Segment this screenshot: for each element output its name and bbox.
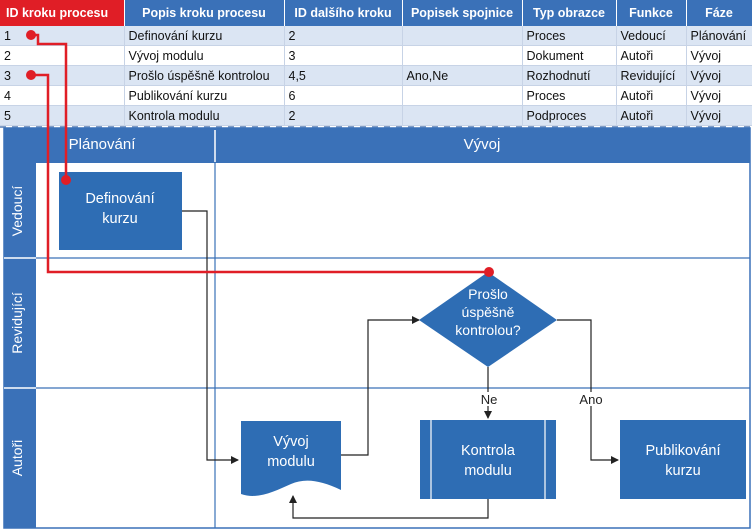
cell-function[interactable]: Revidující xyxy=(616,65,687,86)
cell-step-desc[interactable]: Definování kurzu xyxy=(124,26,285,46)
table-row: 1 Definování kurzu 2 Proces Vedoucí Plán… xyxy=(0,26,752,46)
svg-text:Vývoj: Vývoj xyxy=(273,434,308,450)
svg-text:modulu: modulu xyxy=(267,454,315,470)
col-header-step-desc[interactable]: Popis kroku procesu xyxy=(124,0,285,26)
table-row: 5 Kontrola modulu 2 Podproces Autoři Výv… xyxy=(0,105,752,126)
cell-shape-type[interactable]: Rozhodnutí xyxy=(522,65,617,86)
table-header-row: ID kroku procesu Popis kroku procesu ID … xyxy=(0,0,752,26)
cell-phase[interactable]: Vývoj xyxy=(686,85,752,106)
table-row: 4 Publikování kurzu 6 Proces Autoři Vývo… xyxy=(0,85,752,106)
document-shape-develop-module[interactable]: Vývoj modulu xyxy=(241,421,341,496)
cell-function[interactable]: Vedoucí xyxy=(616,26,687,46)
cell-step-desc[interactable]: Publikování kurzu xyxy=(124,85,285,106)
process-shape-publish-course[interactable]: Publikování kurzu xyxy=(620,420,746,499)
col-header-function[interactable]: Funkce xyxy=(616,0,687,26)
cell-next-id[interactable]: 2 xyxy=(284,26,403,46)
svg-text:kontrolou?: kontrolou? xyxy=(455,322,521,338)
cell-step-desc[interactable]: Kontrola modulu xyxy=(124,105,285,126)
phase-label-planning: Plánování xyxy=(69,136,137,153)
mapping-dot-shape1 xyxy=(61,175,71,185)
svg-text:úspěšně: úspěšně xyxy=(462,304,515,320)
mapping-dot-row3 xyxy=(26,70,36,80)
lane-label-leader: Vedoucí xyxy=(9,186,25,237)
svg-text:Kontrola: Kontrola xyxy=(461,443,516,459)
svg-text:Definování: Definování xyxy=(85,191,154,207)
col-header-connector-label[interactable]: Popisek spojnice xyxy=(402,0,523,26)
svg-text:Prošlo: Prošlo xyxy=(468,286,508,302)
cell-phase[interactable]: Vývoj xyxy=(686,105,752,126)
cell-function[interactable]: Autoři xyxy=(616,105,687,126)
cell-next-id[interactable]: 6 xyxy=(284,85,403,106)
lane-label-column xyxy=(4,163,36,528)
cell-phase[interactable]: Vývoj xyxy=(686,45,752,66)
phase-header-band xyxy=(4,128,750,163)
connector-review-to-develop xyxy=(289,495,489,519)
mapping-dot-shape3 xyxy=(484,267,494,277)
mapping-dot-row1 xyxy=(26,30,36,40)
cell-shape-type[interactable]: Podproces xyxy=(522,105,617,126)
cell-step-id[interactable]: 4 xyxy=(0,85,125,106)
cell-function[interactable]: Autoři xyxy=(616,45,687,66)
connector-decision-yes xyxy=(557,319,619,464)
lane-label-authors: Autoři xyxy=(9,440,25,477)
cell-connector-label[interactable] xyxy=(402,105,523,126)
subprocess-shape-module-review[interactable]: Kontrola modulu xyxy=(420,420,556,499)
cell-connector-label[interactable]: Ano,Ne xyxy=(402,65,523,86)
col-header-next-id[interactable]: ID dalšího kroku xyxy=(284,0,403,26)
cell-connector-label[interactable] xyxy=(402,85,523,106)
cell-next-id[interactable]: 3 xyxy=(284,45,403,66)
cell-function[interactable]: Autoři xyxy=(616,85,687,106)
svg-text:Publikování: Publikování xyxy=(646,443,721,459)
col-header-shape-type[interactable]: Typ obrazce xyxy=(522,0,617,26)
lane-label-reviewer: Revidující xyxy=(9,292,25,354)
table-row: 3 Prošlo úspěšně kontrolou 4,5 Ano,Ne Ro… xyxy=(0,65,752,86)
cell-step-id[interactable]: 2 xyxy=(0,45,125,66)
torn-edge-divider xyxy=(0,126,752,128)
connector-label-yes: Ano xyxy=(579,392,602,407)
process-shape-define-course[interactable]: Definování kurzu xyxy=(59,172,182,250)
cell-connector-label[interactable] xyxy=(402,26,523,46)
svg-text:modulu: modulu xyxy=(464,463,512,479)
cell-shape-type[interactable]: Proces xyxy=(522,26,617,46)
cell-step-id[interactable]: 5 xyxy=(0,105,125,126)
cell-shape-type[interactable]: Proces xyxy=(522,85,617,106)
connector-develop-to-decision xyxy=(340,316,420,456)
connector-label-no: Ne xyxy=(481,392,498,407)
svg-text:kurzu: kurzu xyxy=(102,211,137,227)
process-data-table: ID kroku procesu Popis kroku procesu ID … xyxy=(0,0,752,126)
cell-shape-type[interactable]: Dokument xyxy=(522,45,617,66)
phase-label-development: Vývoj xyxy=(464,136,501,153)
col-header-phase[interactable]: Fáze xyxy=(686,0,752,26)
table-row: 2 Vývoj modulu 3 Dokument Autoři Vývoj xyxy=(0,45,752,66)
connector-define-to-develop xyxy=(182,210,239,464)
cell-connector-label[interactable] xyxy=(402,45,523,66)
cell-next-id[interactable]: 4,5 xyxy=(284,65,403,86)
cell-phase[interactable]: Vývoj xyxy=(686,65,752,86)
cell-next-id[interactable]: 2 xyxy=(284,105,403,126)
cell-step-desc[interactable]: Vývoj modulu xyxy=(124,45,285,66)
col-header-step-id[interactable]: ID kroku procesu xyxy=(0,0,125,26)
svg-text:kurzu: kurzu xyxy=(665,463,700,479)
decision-shape-review-passed[interactable]: Prošlo úspěšně kontrolou? xyxy=(419,272,557,367)
mapping-line-step3 xyxy=(31,73,488,274)
cell-step-desc[interactable]: Prošlo úspěšně kontrolou xyxy=(124,65,285,86)
